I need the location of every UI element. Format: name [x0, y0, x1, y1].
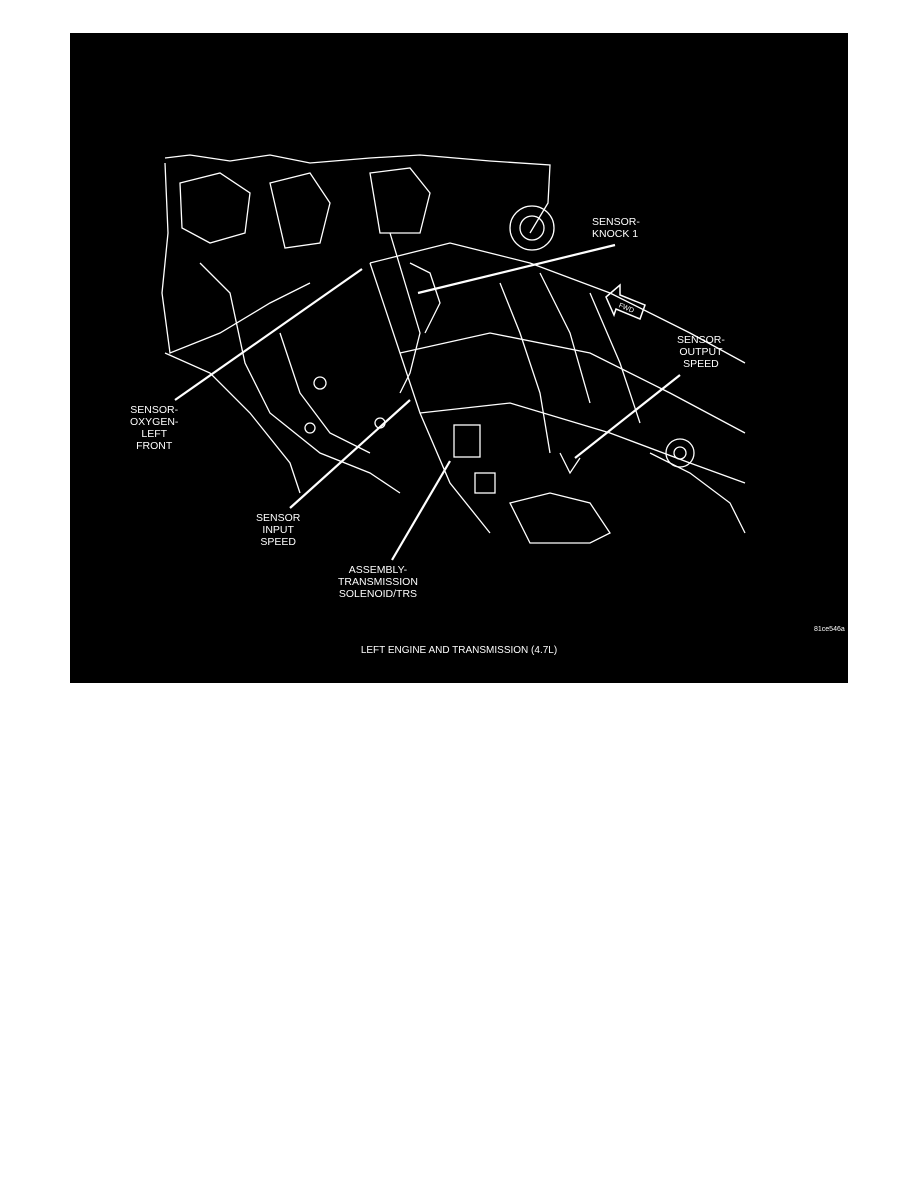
- engine-line-drawing: [161, 154, 746, 561]
- leader-output-speed: [574, 374, 681, 459]
- label-line: SPEED: [683, 358, 719, 370]
- label-output-speed-sensor: SENSOR- OUTPUT SPEED: [677, 334, 725, 370]
- engine-transmission-figure: SENSOR- KNOCK 1 FWD SENSOR- OUTPUT SPEED…: [70, 33, 848, 683]
- label-input-speed-sensor: SENSOR INPUT SPEED: [256, 512, 300, 548]
- figure-code: 81ce546a: [814, 626, 845, 633]
- label-knock-sensor: SENSOR- KNOCK 1: [592, 216, 640, 240]
- figure-caption: LEFT ENGINE AND TRANSMISSION (4.7L): [360, 645, 558, 656]
- label-line: FRONT: [136, 440, 173, 452]
- engine-outline: [161, 154, 555, 494]
- leader-input-speed: [289, 399, 411, 509]
- label-line: OUTPUT: [679, 346, 723, 358]
- label-line: SPEED: [260, 536, 296, 548]
- leader-solenoid: [391, 460, 451, 561]
- leader-lines: [174, 243, 681, 561]
- leader-oxygen: [174, 268, 363, 401]
- label-oxygen-sensor: SENSOR- OXYGEN- LEFT FRONT: [130, 404, 178, 452]
- label-line: ASSEMBLY-: [348, 564, 408, 576]
- label-line: SENSOR-: [677, 334, 725, 346]
- label-line: LEFT: [141, 428, 168, 440]
- label-solenoid-assembly: ASSEMBLY- TRANSMISSION SOLENOID/TRS: [338, 564, 418, 600]
- label-line: SENSOR: [256, 512, 301, 524]
- label-line: INPUT: [262, 524, 294, 536]
- label-line: TRANSMISSION: [338, 576, 418, 588]
- label-line: KNOCK 1: [592, 228, 639, 240]
- leader-knock: [417, 243, 616, 295]
- label-line: SOLENOID/TRS: [338, 588, 418, 600]
- label-line: SENSOR-: [592, 216, 640, 228]
- label-line: SENSOR-: [130, 404, 179, 416]
- label-line: OXYGEN-: [130, 416, 179, 428]
- fwd-arrow-icon: [605, 283, 646, 320]
- transmission-outline: [369, 232, 746, 544]
